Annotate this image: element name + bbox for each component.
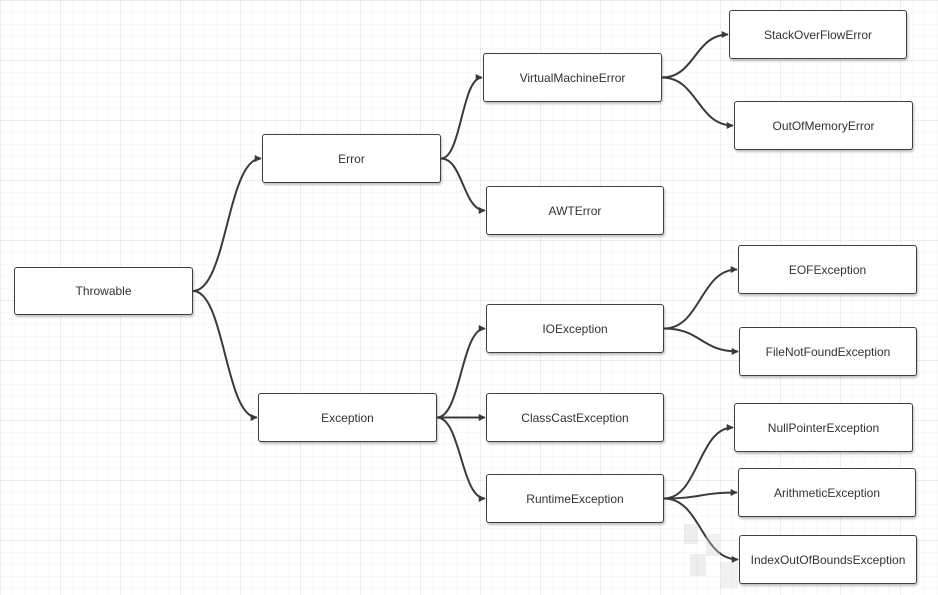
edge-virtual-machine-error-to-stack-overflow-error xyxy=(661,31,729,79)
node-exception[interactable]: Exception xyxy=(258,393,437,442)
edge-error-to-awt-error xyxy=(440,157,486,214)
watermark-mark xyxy=(684,524,738,588)
node-null-pointer-exception[interactable]: NullPointerException xyxy=(734,403,913,452)
edge-throwable-to-exception xyxy=(192,290,258,421)
node-index-out-of-bounds-exception[interactable]: IndexOutOfBoundsException xyxy=(739,535,917,584)
node-virtual-machine-error[interactable]: VirtualMachineError xyxy=(483,53,662,102)
edge-runtime-exception-to-index-out-of-bounds-exception xyxy=(663,497,739,563)
edge-exception-to-io-exception xyxy=(436,325,486,419)
edge-virtual-machine-error-to-out-of-memory-error xyxy=(661,76,734,129)
edge-io-exception-to-eof-exception xyxy=(663,266,738,330)
edge-exception-to-runtime-exception xyxy=(436,416,486,502)
node-runtime-exception[interactable]: RuntimeException xyxy=(486,474,664,523)
node-throwable[interactable]: Throwable xyxy=(14,267,193,315)
edge-io-exception-to-file-not-found-exception xyxy=(663,327,739,355)
node-eof-exception[interactable]: EOFException xyxy=(738,245,917,294)
node-arithmetic-exception[interactable]: ArithmeticException xyxy=(738,468,916,517)
node-stack-overflow-error[interactable]: StackOverFlowError xyxy=(729,10,907,59)
node-class-cast-exception[interactable]: ClassCastException xyxy=(486,393,664,442)
node-io-exception[interactable]: IOException xyxy=(486,304,664,353)
edge-error-to-virtual-machine-error xyxy=(440,74,483,160)
edge-throwable-to-error xyxy=(192,155,262,292)
edge-runtime-exception-to-arithmetic-exception xyxy=(663,489,738,500)
node-out-of-memory-error[interactable]: OutOfMemoryError xyxy=(734,101,913,150)
node-file-not-found-exception[interactable]: FileNotFoundException xyxy=(739,327,917,376)
node-awt-error[interactable]: AWTError xyxy=(486,186,664,235)
node-error[interactable]: Error xyxy=(262,134,441,183)
edge-runtime-exception-to-null-pointer-exception xyxy=(663,424,734,500)
